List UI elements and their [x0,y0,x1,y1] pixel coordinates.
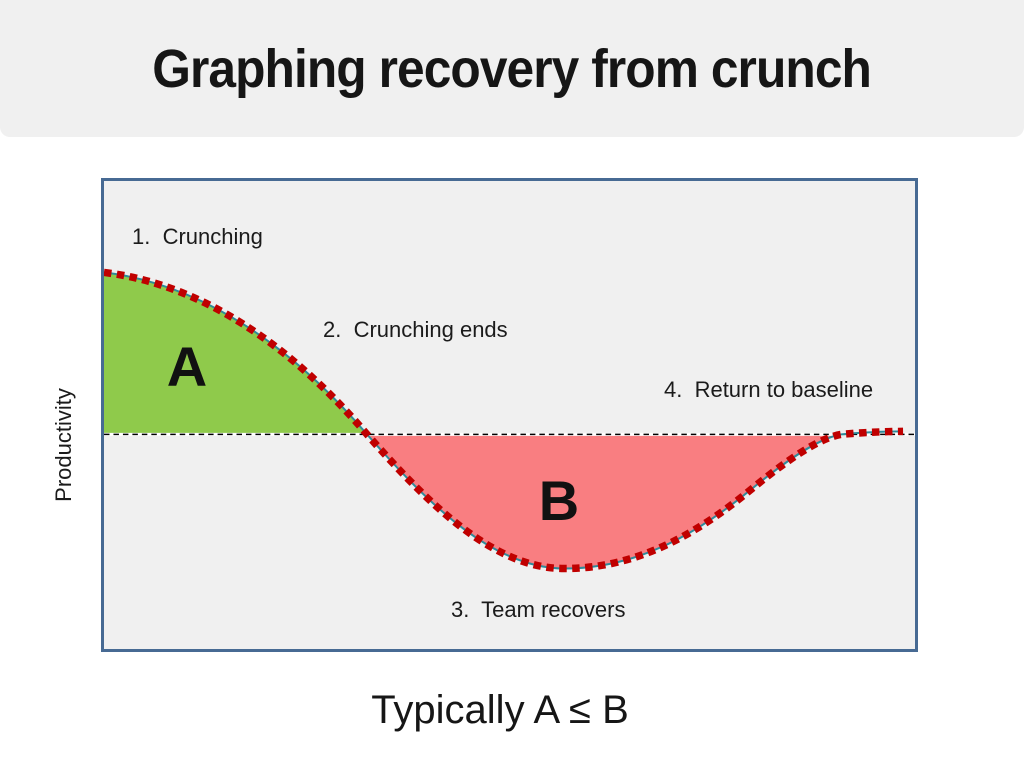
chart-frame: 1. Crunching 2. Crunching ends 4. Return… [101,178,918,652]
title-band: Graphing recovery from crunch [0,0,1024,137]
y-axis-label: Productivity [51,388,76,502]
crunch-recovery-chart [104,268,915,573]
region-label-B: B [538,469,580,532]
area-A [104,272,368,435]
slide-caption: Typically A ≤ B [371,688,629,732]
region-label-A: A [166,335,208,398]
slide-title: Graphing recovery from crunch [152,38,873,99]
annotation-crunching-ends: 2. Crunching ends [323,317,508,342]
annotation-team-recovers: 3. Team recovers [451,597,626,622]
annotation-return-to-baseline: 4. Return to baseline [664,377,874,402]
annotation-crunching: 1. Crunching [132,224,263,249]
area-B [367,434,842,569]
productivity-curve-dashed [104,268,904,573]
